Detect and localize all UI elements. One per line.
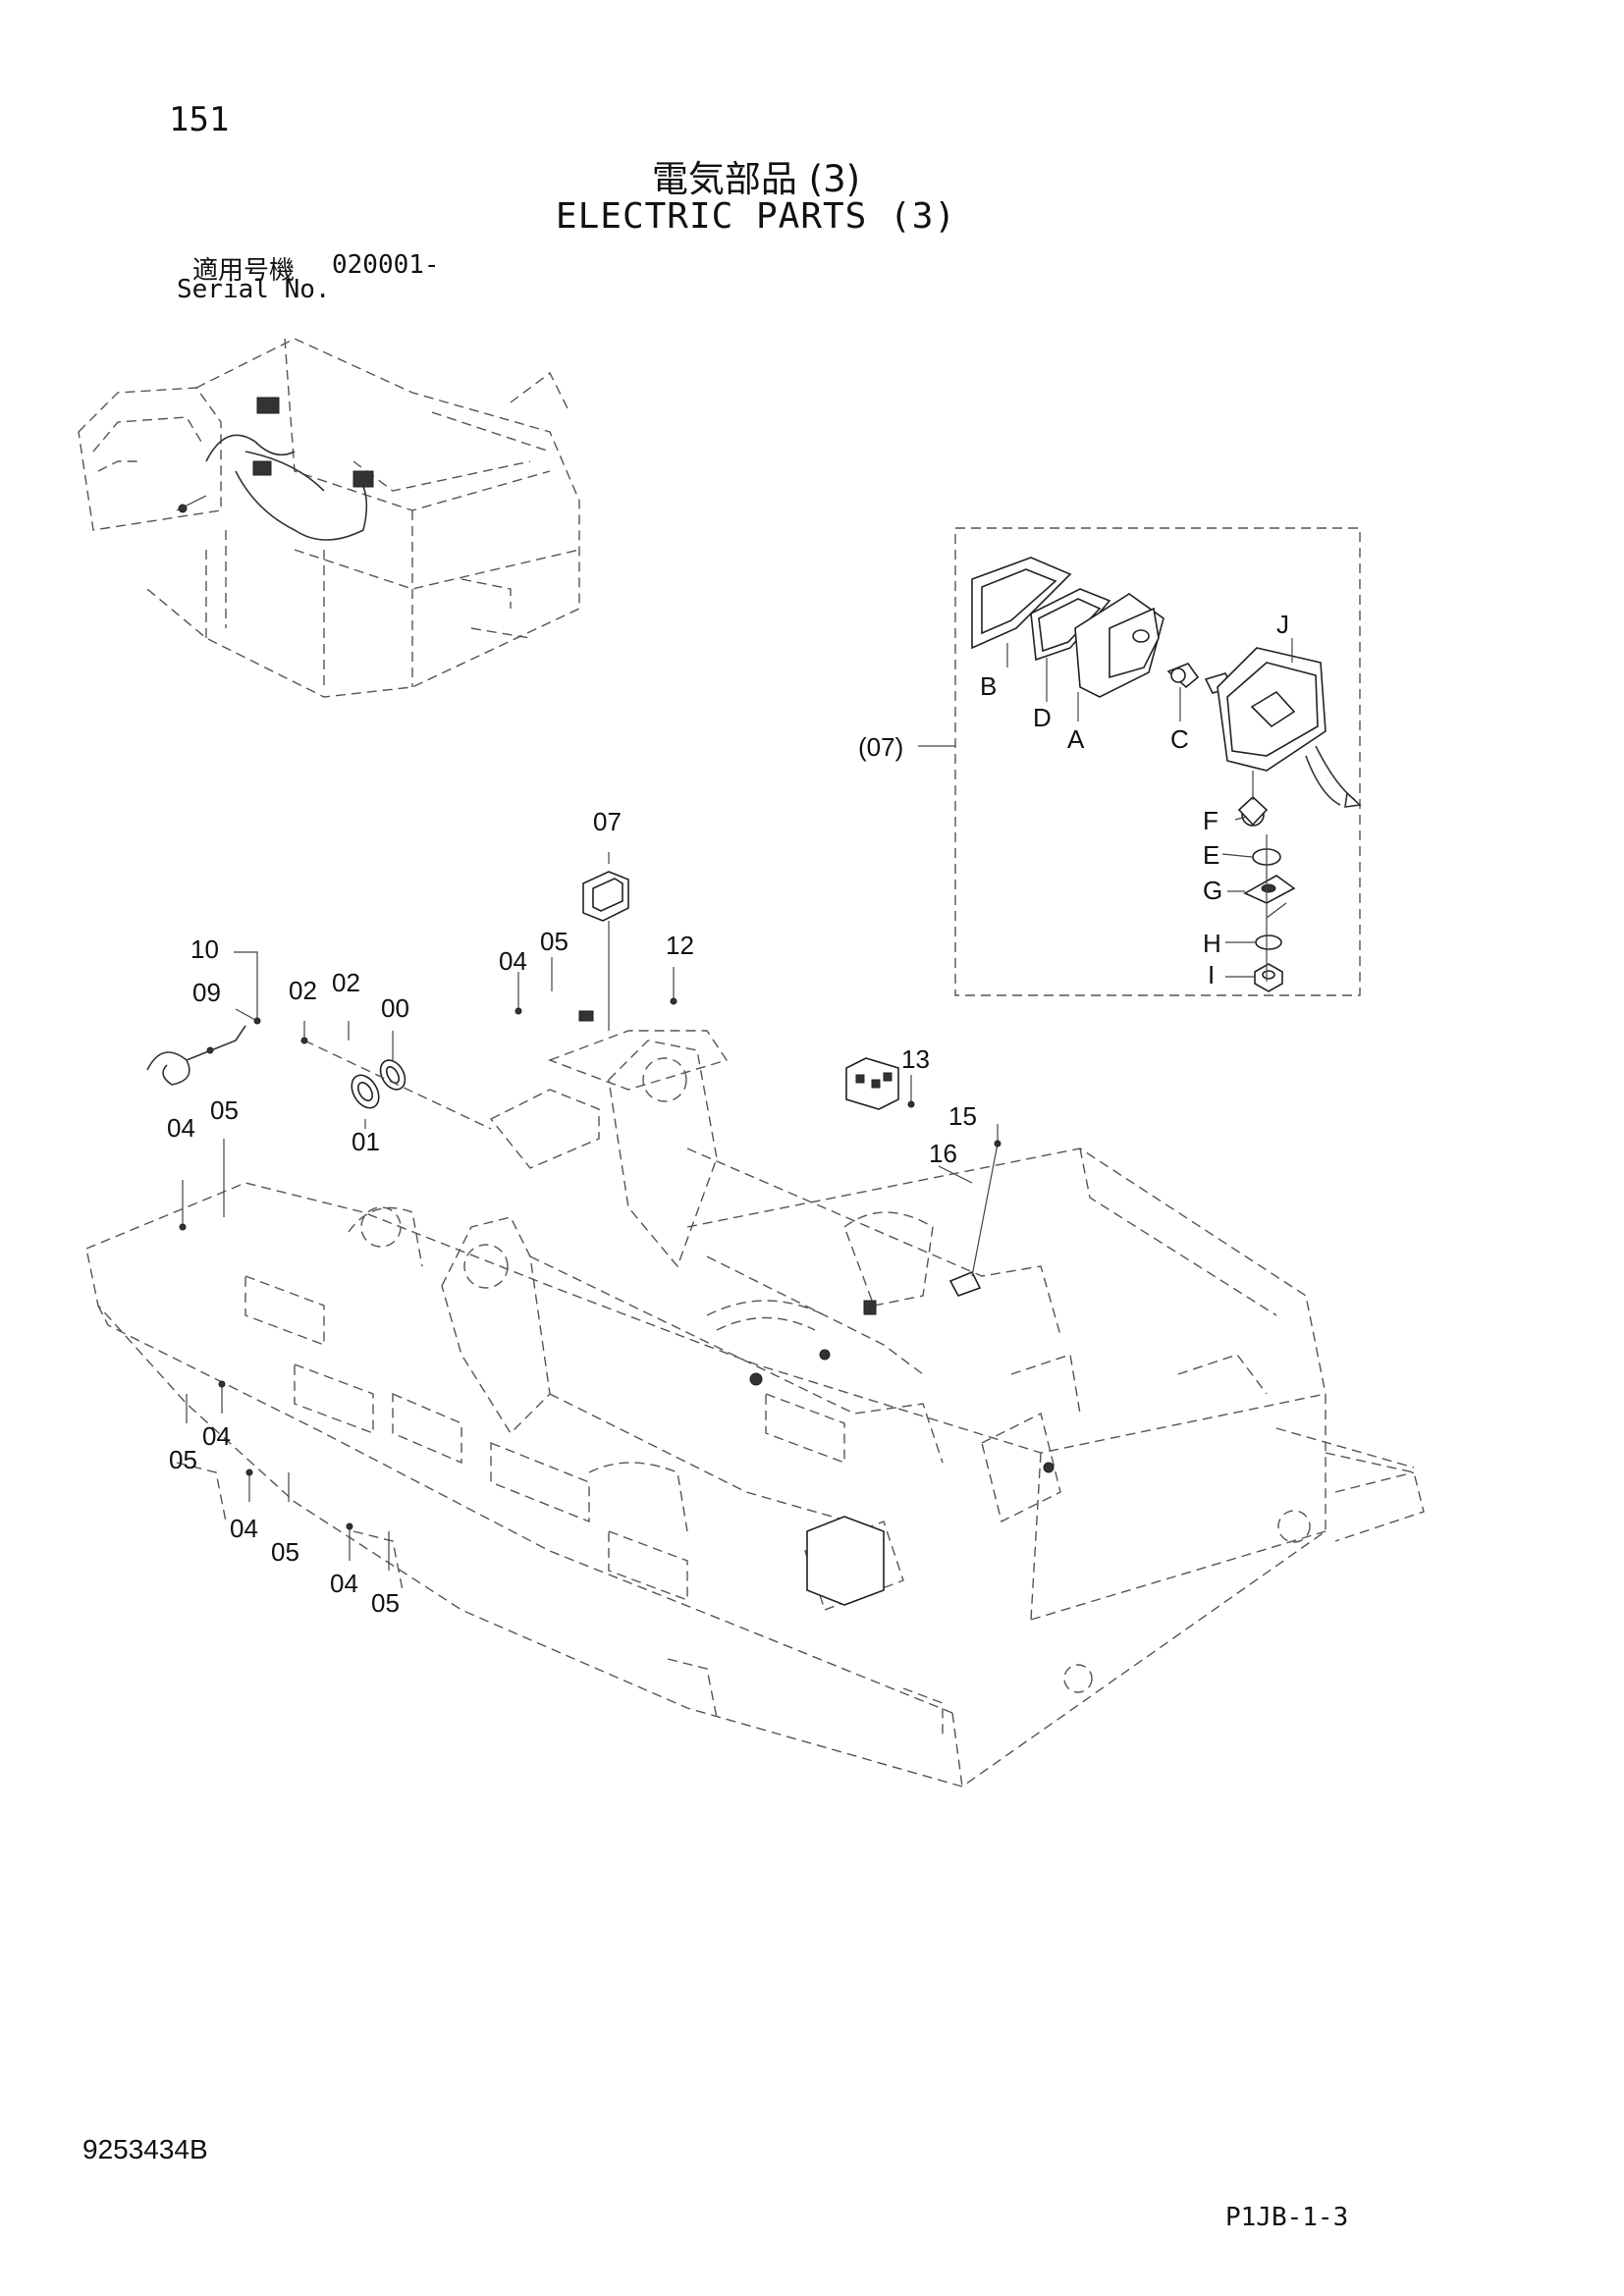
callout-05-lower2: 05 (271, 1537, 299, 1567)
callout-05-lower3: 05 (371, 1588, 400, 1618)
callout-16: 16 (929, 1139, 957, 1168)
inset-label-G: G (1203, 876, 1222, 905)
callout-02b: 02 (332, 968, 360, 997)
sheet-code: P1JB-1-3 (1225, 2203, 1349, 2232)
callout-05-lower1: 05 (169, 1445, 197, 1474)
serial-number-value: 020001- (332, 250, 440, 280)
lamp-exploded-inset: B D A C J F E G H I (07) (858, 527, 1362, 996)
inset-label-F: F (1203, 806, 1218, 835)
inset-label-E: E (1203, 840, 1219, 870)
callout-05-left: 05 (210, 1095, 239, 1125)
callout-12: 12 (666, 931, 694, 960)
machine-overview-sketch (78, 338, 580, 698)
callout-02a: 02 (289, 976, 317, 1005)
callout-04-top: 04 (499, 946, 527, 976)
upper-frame-drawing (85, 1030, 1425, 1788)
inset-label-J: J (1276, 610, 1289, 639)
inset-label-A: A (1067, 724, 1085, 754)
inset-label-C: C (1170, 724, 1189, 754)
document-number: 9253434B (82, 2134, 208, 2164)
page-title-english: ELECTRIC PARTS (3) (555, 196, 957, 237)
electric-parts (146, 871, 1055, 1606)
callout-04-lower2: 04 (230, 1514, 258, 1543)
callout-04-lower1: 04 (202, 1421, 231, 1451)
callout-leaders (179, 852, 1001, 1571)
callout-00: 00 (381, 993, 409, 1023)
callout-07: 07 (593, 807, 622, 836)
inset-label-H: H (1203, 929, 1221, 958)
inset-label-I: I (1208, 960, 1215, 989)
callout-01: 01 (352, 1127, 380, 1156)
inset-group-label: (07) (858, 732, 903, 762)
page-number: 151 (169, 100, 230, 139)
callout-04-lower3: 04 (330, 1569, 358, 1598)
inset-label-D: D (1033, 703, 1052, 732)
callout-numbers: 07 10 09 02 02 00 01 04 05 12 13 15 16 0… (167, 807, 977, 1618)
inset-label-B: B (980, 671, 997, 701)
callout-04-left: 04 (167, 1113, 195, 1143)
serial-label-english: Serial No. (177, 275, 331, 304)
callout-15: 15 (948, 1101, 977, 1131)
serial-label-japanese: 適用号機 (192, 256, 296, 286)
callout-09: 09 (192, 978, 221, 1007)
callout-10: 10 (190, 934, 219, 964)
callout-05-top: 05 (540, 927, 568, 956)
callout-13: 13 (901, 1044, 930, 1074)
page-title-japanese: 電気部品 (3) (651, 158, 861, 200)
